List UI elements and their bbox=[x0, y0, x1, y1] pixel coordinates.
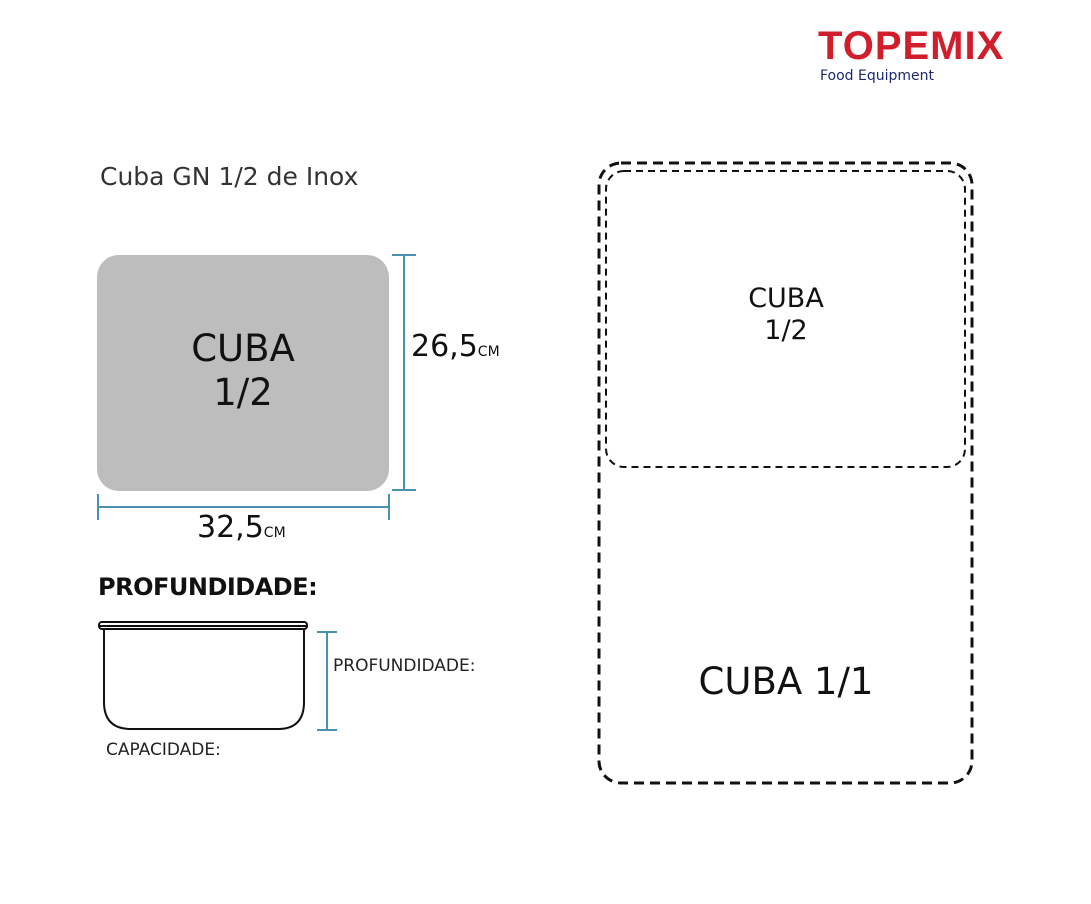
depth-label: PROFUNDIDADE: bbox=[333, 656, 476, 676]
height-dimension-line bbox=[392, 254, 416, 491]
width-unit: CM bbox=[263, 525, 286, 541]
width-value: 32,5 bbox=[197, 510, 264, 545]
brand-name: TOPEMIX bbox=[818, 24, 1005, 68]
brand-logo: TOPEMIX Food Equipment bbox=[818, 26, 1004, 84]
capacity-label: CAPACIDADE: bbox=[106, 740, 221, 760]
full-pan-half-label-line1: CUBA bbox=[748, 283, 824, 314]
pan-side-view bbox=[98, 621, 308, 730]
half-pan-top-view: CUBA 1/2 bbox=[97, 255, 389, 491]
full-pan-label: CUBA 1/1 bbox=[698, 660, 874, 703]
width-dimension-line bbox=[97, 494, 390, 520]
half-pan-label: CUBA 1/2 bbox=[97, 327, 389, 416]
brand-tagline: Food Equipment bbox=[820, 68, 935, 84]
width-dimension-text: 32,5CM bbox=[197, 510, 286, 545]
depth-dimension-line bbox=[317, 631, 337, 731]
half-pan-label-line1: CUBA bbox=[191, 327, 295, 370]
depth-heading: PROFUNDIDADE: bbox=[98, 573, 318, 601]
full-pan-outline bbox=[597, 161, 974, 785]
height-dimension-text: 26,5CM bbox=[411, 329, 500, 364]
full-pan-half-label-line2: 1/2 bbox=[764, 315, 808, 347]
half-pan-label-line2: 1/2 bbox=[213, 371, 273, 415]
height-value: 26,5 bbox=[411, 329, 478, 364]
page-title: Cuba GN 1/2 de Inox bbox=[100, 162, 359, 191]
half-pan-outline bbox=[605, 170, 966, 468]
height-unit: CM bbox=[477, 344, 500, 360]
full-pan-half-label: CUBA 1/2 bbox=[606, 283, 966, 348]
